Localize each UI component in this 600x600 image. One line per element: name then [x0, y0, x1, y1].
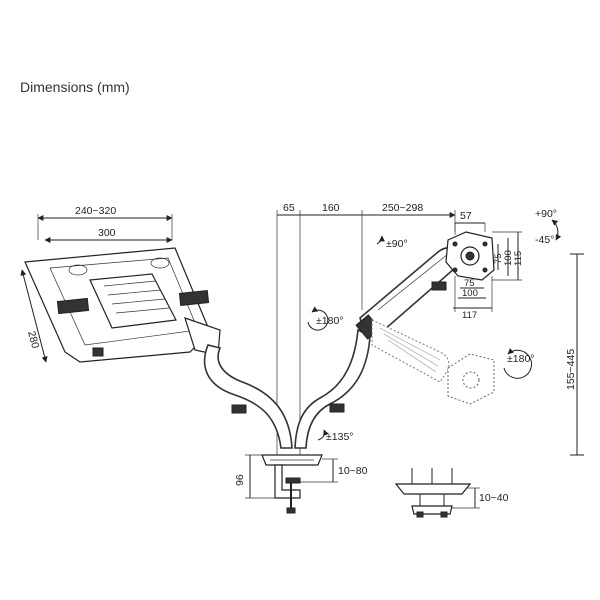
dim-tray-inner-width: 300 — [98, 227, 116, 239]
dim-vesa-117: 117 — [462, 310, 477, 321]
vesa-hole — [482, 267, 488, 273]
vesa-head — [445, 231, 495, 281]
clamp-dims — [245, 454, 338, 499]
screen-rotation-arc — [503, 348, 532, 379]
base-rotation-arc — [317, 429, 329, 441]
right-arm-knob — [329, 403, 345, 413]
angle-swivel-head: ±90° — [386, 238, 408, 250]
vesa-hole — [452, 241, 458, 247]
clamp-jaw — [285, 477, 301, 484]
tray-slot-left — [68, 264, 88, 276]
laptop-tray — [24, 247, 221, 363]
tray-vesa-grid — [103, 280, 170, 314]
left-arm-knob — [231, 404, 247, 414]
grommet-mount — [394, 468, 472, 518]
dim-tray-depth: 280 — [25, 330, 41, 350]
upper-arm-knob — [431, 281, 447, 291]
dim-vesa-v75: 75 — [493, 253, 504, 264]
angle-rotation-base: ±135° — [326, 431, 353, 443]
vesa-hole — [482, 241, 488, 247]
grommet-nut — [416, 511, 424, 518]
tray-lock — [92, 347, 104, 357]
dim-vesa-v115: 115 — [513, 251, 524, 266]
dim-grommet-range: 10~40 — [479, 492, 509, 504]
dim-clamp-desk-range: 10~80 — [338, 465, 368, 477]
angle-rotation-screen: ±180° — [507, 353, 534, 365]
grommet-top-plate — [394, 483, 472, 495]
height-dim — [570, 253, 584, 456]
swivel-arc — [376, 235, 385, 245]
angle-tilt-down: -45° — [535, 234, 554, 246]
tray-clamp-left — [56, 297, 90, 315]
tray-dims — [20, 214, 173, 363]
diagram-title: Dimensions (mm) — [20, 79, 130, 95]
dim-clamp-height: 96 — [234, 474, 246, 486]
tray-vesa-plate — [89, 273, 177, 329]
ghost-arm — [371, 319, 450, 383]
gas-spring-arm — [355, 247, 464, 340]
angle-rotation-arm: ±180° — [316, 315, 343, 327]
grommet-dims — [452, 487, 480, 509]
dim-vesa-75: 75 — [464, 278, 475, 289]
arm-rotation-arc — [307, 306, 329, 331]
right-arm — [294, 328, 371, 449]
dim-vesa-v100: 100 — [503, 250, 514, 266]
dim-arm-reach: 250~298 — [382, 202, 423, 214]
tray-clamp-right — [178, 290, 210, 306]
vesa-hole — [452, 267, 458, 273]
ghost-vesa — [447, 353, 495, 405]
angle-tilt-up: +90° — [535, 208, 557, 220]
desk-clamp — [261, 454, 323, 514]
dim-vesa-100: 100 — [462, 288, 478, 299]
dim-tray-outer-width: 240~320 — [75, 205, 116, 217]
vesa-center-hub — [465, 251, 475, 261]
mount-arms — [203, 328, 371, 449]
tray-slot-right — [150, 257, 170, 269]
tilt-indicator — [551, 219, 562, 241]
dim-arm-segment: 160 — [322, 202, 340, 214]
dim-height-range: 155~445 — [565, 349, 577, 390]
dim-pole-offset: 65 — [283, 202, 295, 214]
grommet-nut — [440, 511, 448, 518]
clamp-knob — [286, 507, 296, 514]
vesa-dims — [453, 222, 522, 312]
ghost-arm-body — [371, 319, 450, 383]
dim-vesa-head-width: 57 — [460, 210, 472, 222]
left-arm — [203, 344, 293, 449]
